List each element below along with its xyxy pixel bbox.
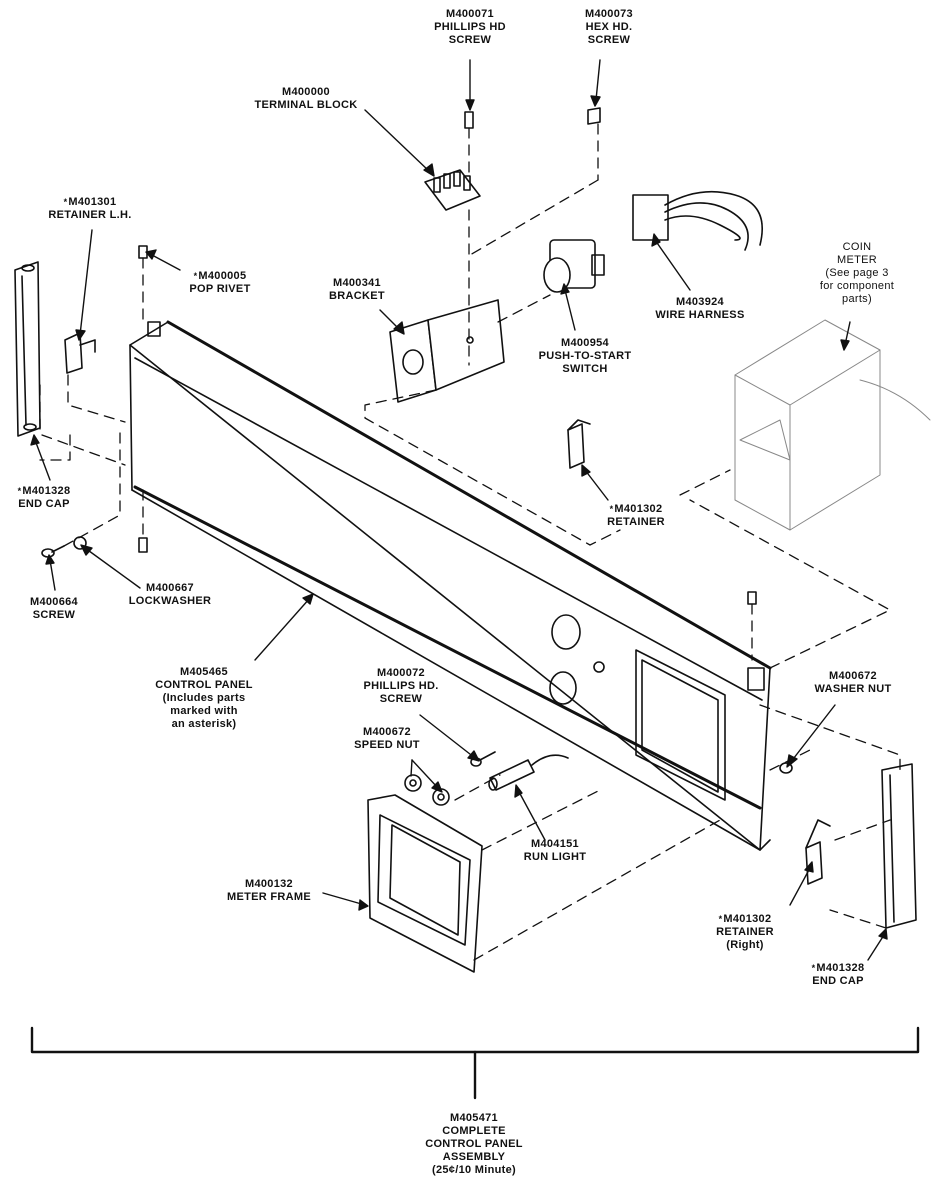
asterisk-mark: * bbox=[17, 486, 22, 496]
wire-harness-drawing bbox=[632, 190, 764, 251]
end-cap-right-drawing bbox=[881, 763, 917, 929]
retainer-right-drawing bbox=[805, 819, 831, 885]
end-cap-left-drawing bbox=[14, 261, 41, 437]
run-light-drawing bbox=[488, 754, 569, 791]
screw-lockwasher-left-drawing bbox=[41, 536, 87, 558]
retainer-mid-drawing bbox=[567, 419, 591, 469]
asterisk-mark: * bbox=[811, 963, 816, 973]
asterisk-mark: * bbox=[718, 914, 723, 924]
meter-frame-drawing bbox=[367, 794, 483, 973]
washer-nut-drawing bbox=[779, 762, 793, 774]
asterisk-mark: * bbox=[193, 271, 198, 281]
coin-meter-drawing bbox=[734, 319, 931, 531]
asterisk-mark: * bbox=[609, 504, 614, 514]
top-screws-drawing bbox=[464, 107, 601, 129]
leader-lines bbox=[30, 59, 888, 961]
speed-nut-drawing bbox=[404, 774, 450, 806]
assembly-dashed-lines bbox=[39, 123, 901, 961]
switch-drawing bbox=[543, 239, 605, 293]
terminal-block-drawing bbox=[424, 169, 481, 211]
assembly-bracket bbox=[30, 1026, 920, 1100]
bracket-drawing bbox=[389, 299, 505, 403]
asterisk-mark: * bbox=[63, 197, 68, 207]
retainer-lh-drawing bbox=[64, 332, 96, 374]
control-panel-drawing bbox=[129, 320, 772, 851]
